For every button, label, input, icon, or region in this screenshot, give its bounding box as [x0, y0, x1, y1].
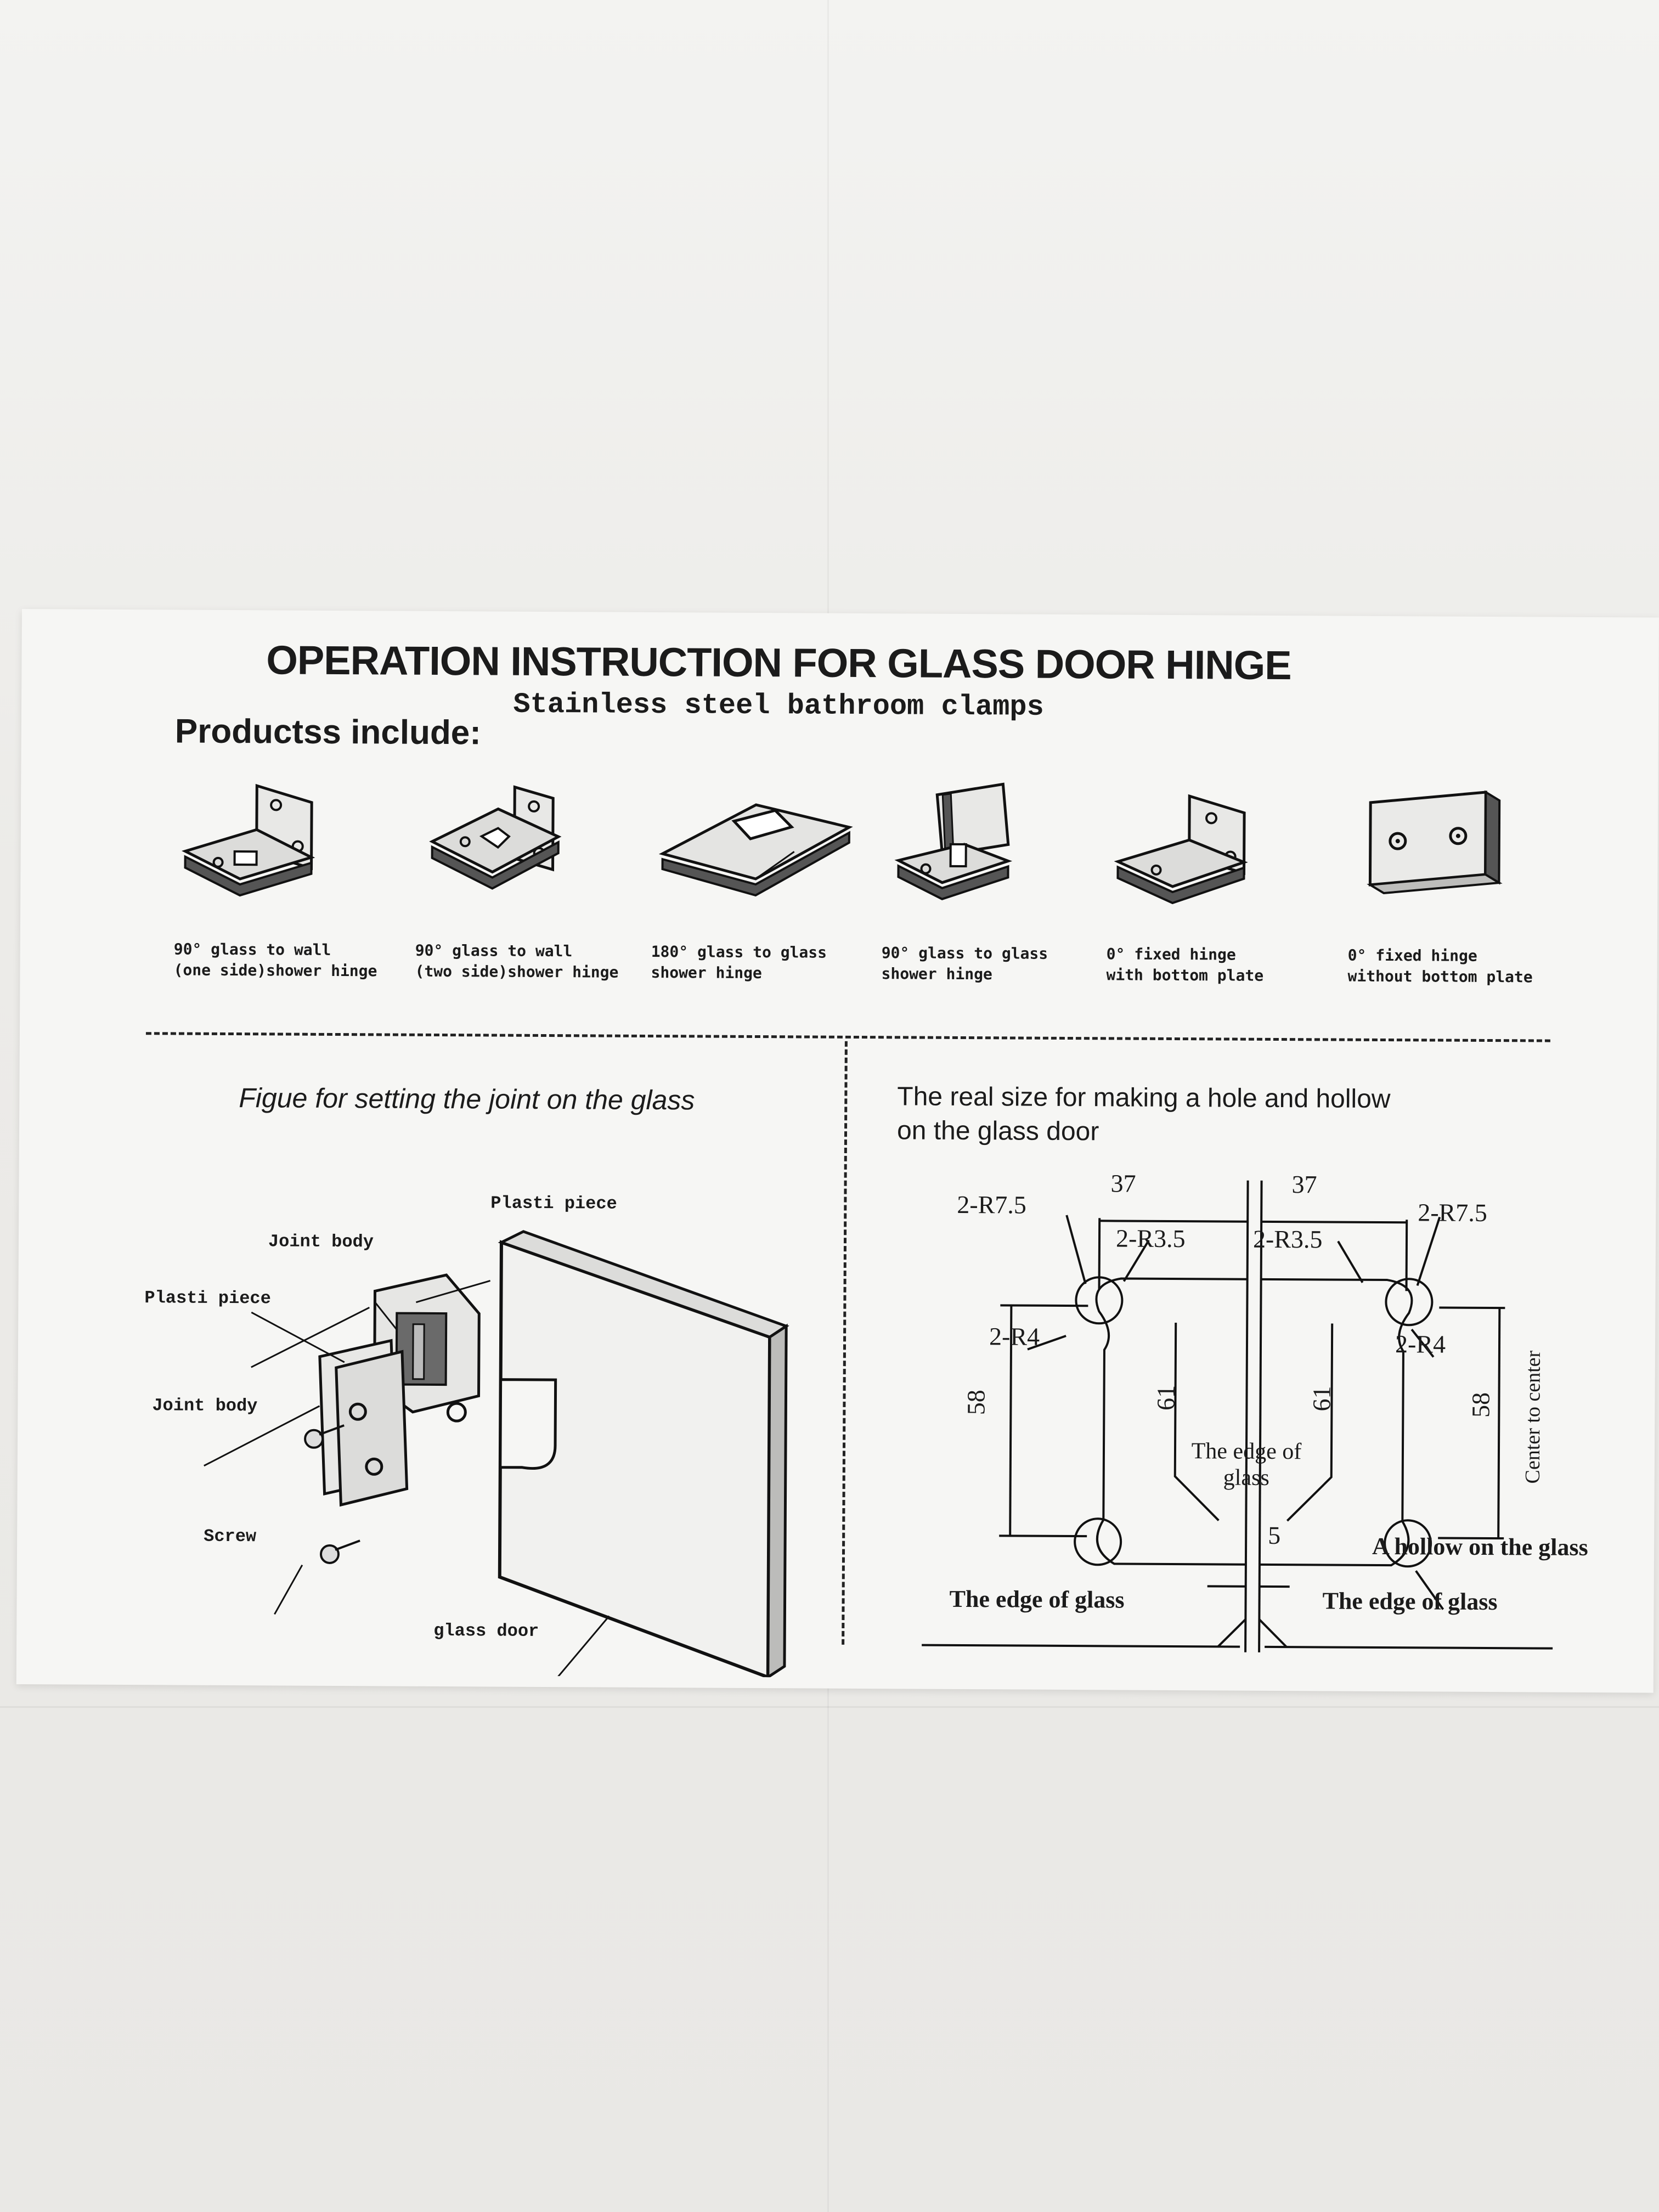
label-edge-left: The edge of glass	[949, 1585, 1125, 1613]
section-divider-vertical	[842, 1041, 848, 1645]
product-caption: 90° glass to wall (two side)shower hinge	[415, 941, 619, 981]
hole-size-diagram	[922, 1180, 1553, 1652]
edge-center-line2: glass	[1223, 1465, 1269, 1491]
product-caption: 0° fixed hinge without bottom plate	[1347, 946, 1533, 986]
joint-assembly-diagram	[204, 1230, 789, 1678]
right-heading-line1: The real size for making a hole and holl…	[897, 1082, 1391, 1114]
fixed-hinge-bottom-plate-icon	[1114, 794, 1248, 905]
hinge-90-glass-icon	[894, 782, 1013, 900]
dim-r75-right: 2-R7.5	[1418, 1198, 1487, 1227]
product-item: 0° fixed hinge without bottom plate	[1347, 781, 1568, 988]
product-item: 0° fixed hinge with bottom plate	[1106, 779, 1327, 986]
dim-gap: 5	[1268, 1521, 1281, 1550]
label-screw: Screw	[204, 1526, 257, 1547]
dim-h61-left: 61	[1152, 1385, 1180, 1411]
product-caption: 0° fixed hinge with bottom plate	[1106, 945, 1264, 985]
dim-left-width: 37	[1110, 1169, 1136, 1198]
dim-r35-left: 2-R3.5	[1115, 1224, 1186, 1253]
product-caption: 90° glass to glass shower hinge	[881, 944, 1048, 984]
product-caption: 90° glass to wall (one side)shower hinge	[173, 940, 377, 980]
hinge-90-two-side-icon	[429, 785, 562, 890]
dim-r35-right: 2-R3.5	[1252, 1224, 1323, 1254]
product-caption: 180° glass to glass shower hinge	[651, 943, 827, 983]
dim-r4-left: 2-R4	[989, 1322, 1040, 1351]
right-figure-heading: The real size for making a hole and holl…	[897, 1080, 1468, 1150]
hinge-90-one-side-icon	[181, 783, 315, 897]
edge-center-line1: The edge of	[1191, 1438, 1302, 1465]
hinge-180-icon	[658, 803, 853, 897]
dim-r4-right: 2-R4	[1395, 1330, 1446, 1358]
dim-h58-right: 58	[1466, 1392, 1495, 1418]
product-item: 90° glass to wall (one side)shower hinge	[173, 774, 394, 981]
document-title: OPERATION INSTRUCTION FOR GLASS DOOR HIN…	[266, 637, 1291, 689]
label-plasti-piece-top: Plasti piece	[490, 1193, 617, 1214]
paper-crease-horizontal	[0, 1706, 1659, 1708]
product-item: 90° glass to glass shower hinge	[881, 778, 1102, 985]
label-hollow: A hollow on the glass	[1372, 1532, 1588, 1561]
right-heading-line2: on the glass door	[896, 1116, 1099, 1147]
fixed-hinge-no-plate-icon	[1367, 790, 1503, 895]
dim-r75-left: 2-R7.5	[957, 1190, 1026, 1219]
dim-h61-right: 61	[1307, 1386, 1336, 1412]
label-edge-right: The edge of glass	[1322, 1587, 1498, 1616]
dim-right-width: 37	[1291, 1170, 1317, 1199]
product-item: 180° glass to glass shower hinge	[651, 777, 871, 984]
label-joint-body-left: Joint body	[152, 1395, 258, 1417]
left-figure-heading: Figue for setting the joint on the glass	[239, 1082, 695, 1116]
instruction-sheet: OPERATION INSTRUCTION FOR GLASS DOOR HIN…	[16, 609, 1659, 1693]
label-center-to-center: Center to center	[1521, 1350, 1545, 1484]
label-glass-door: glass door	[433, 1620, 539, 1641]
label-plasti-piece-left: Plasti piece	[144, 1288, 271, 1309]
dim-h58-left: 58	[962, 1389, 990, 1415]
products-heading: Productss include:	[174, 712, 482, 752]
label-joint-body-top: Joint body	[268, 1231, 374, 1252]
section-divider-horizontal	[145, 1032, 1550, 1042]
label-edge-center: The edge of glass	[1159, 1438, 1334, 1492]
product-item: 90° glass to wall (two side)shower hinge	[415, 776, 635, 983]
